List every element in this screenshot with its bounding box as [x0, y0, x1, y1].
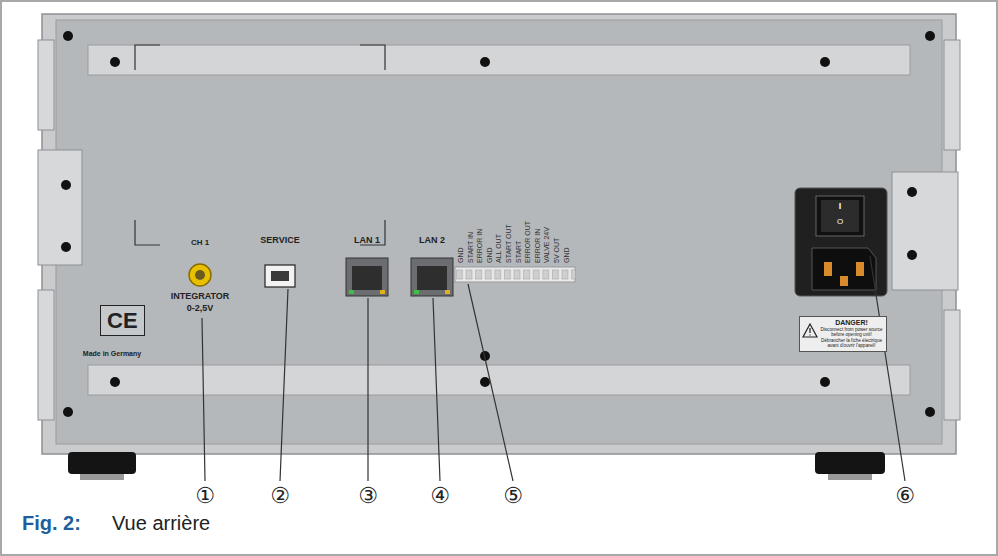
pin-name: ERROR OUT [524, 221, 532, 263]
node-heading: DANGER! [820, 319, 883, 327]
node-heading: CE [107, 308, 138, 333]
pin-name: START IN [467, 232, 475, 263]
callout-number: ① [195, 484, 215, 508]
warning-triangle [802, 323, 818, 338]
callout-number: ③ [358, 484, 378, 508]
warning-label: DANGER!Disconnect from power source befo… [799, 316, 887, 352]
pin-name: GND [457, 247, 465, 263]
pin-name: ALL OUT [495, 234, 503, 263]
callout-number: ⑥ [895, 484, 915, 508]
pin-name: ERROR IN [534, 229, 542, 263]
pin-name: START [515, 241, 523, 263]
pin-name: START OUT [505, 224, 513, 263]
callout-number: ⑤ [503, 484, 523, 508]
callout-number: ④ [430, 484, 450, 508]
ce-mark-box: CE [100, 305, 145, 336]
port-label: SERVICE [260, 236, 299, 246]
figure-caption: Vue arrière [112, 512, 210, 534]
callout-number: ② [270, 484, 290, 508]
voltage-range: 0-2,5V [187, 304, 214, 314]
figure-number: Fig. 2: [22, 512, 81, 534]
pin-name: GND [486, 247, 494, 263]
origin-note: Made in Germany [83, 350, 141, 358]
port-label: LAN 1 [354, 236, 380, 246]
switch-mark: I [839, 202, 842, 212]
port-label: LAN 2 [419, 236, 445, 246]
pin-name: ERROR IN [476, 229, 484, 263]
pin-name: 5V OUT [553, 238, 561, 263]
node-body: Disconnect from power source before open… [820, 327, 883, 348]
channel-label: CH 1 [191, 239, 209, 248]
port-label: INTEGRATOR [171, 292, 230, 302]
pin-name: GND [563, 247, 571, 263]
switch-mark: O [837, 218, 843, 227]
pin-name: VALVE 24V [543, 227, 551, 263]
